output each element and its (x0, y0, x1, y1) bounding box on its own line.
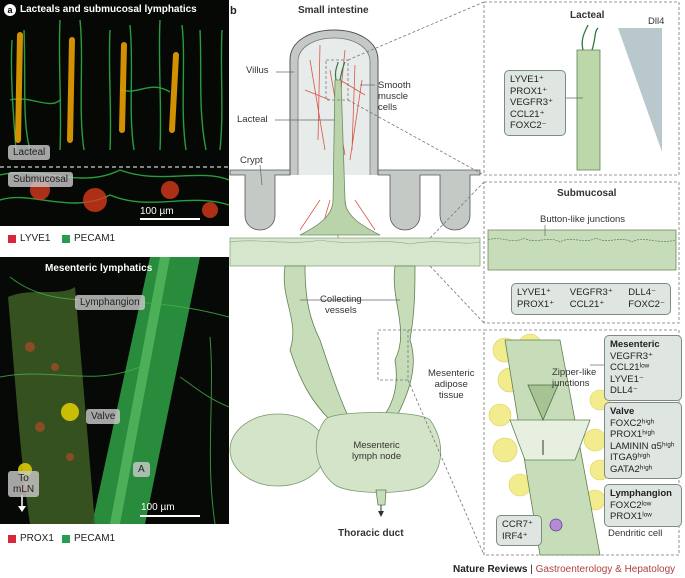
legend-prox1: PROX1 (8, 533, 54, 544)
panel-b-letter: b (230, 5, 237, 17)
to-mln-tag: To mLN (8, 471, 40, 497)
lacteal-marker-1: LYVE1⁺ (510, 74, 544, 85)
lymphangion-marker-box: Lymphangion FOXC2ˡᵒʷ PROX1ˡᵒʷ (604, 484, 682, 527)
valve-tag: Valve (86, 409, 121, 424)
submucosal-tag: Submucosal (8, 172, 74, 187)
footer-credit: Nature Reviews | Gastroenterology & Hepa… (453, 564, 675, 575)
legend-swatch-green-2 (62, 534, 70, 543)
lymphangion-marker-1: FOXC2ˡᵒʷ (610, 499, 652, 511)
valve-marker-5: GATA2ʰⁱᵍʰ (610, 463, 653, 475)
lymph-node-label: Mesenteric lymph node (352, 440, 402, 462)
smooth-muscle-label: Smooth muscle cells (378, 80, 411, 113)
legend-pecam1-bottom-label: PECAM1 (74, 533, 116, 544)
submucosal-marker-m2: CCL21⁺ (569, 298, 605, 310)
panel-a-bottom-title: Mesenteric lymphatics (45, 263, 153, 274)
legend-prox1-label: PROX1 (20, 533, 54, 544)
lacteal-marker-box: LYVE1⁺ PROX1⁺ VEGFR3⁺ CCL21⁺ FOXC2⁻ (504, 70, 566, 136)
footer-separator: | (527, 564, 536, 575)
lacteal-marker-2: PROX1⁺ (510, 85, 548, 97)
ccr7-marker-box: CCR7⁺ IRF4⁺ (496, 515, 542, 546)
mesenteric-box-title: Mesenteric (610, 339, 660, 350)
legend-pecam1-top-label: PECAM1 (74, 233, 116, 244)
lacteal-micrograph-art (0, 0, 229, 226)
mesenteric-adipose-label: Mesenteric adipose tissue (428, 368, 475, 401)
ccr7-marker-1: CCR7⁺ (502, 519, 533, 530)
submucosal-marker-r1: DLL4⁻ (628, 287, 657, 298)
submucosal-markers-left: LYVE1⁺ PROX1⁺ (517, 287, 554, 311)
footer-brand: Nature Reviews (453, 564, 528, 575)
lymphangion-box-title: Lymphangion (610, 488, 672, 499)
submucosal-marker-l2: PROX1⁺ (517, 298, 555, 310)
dll4-label: Dll4 (648, 16, 665, 27)
valve-marker-4: ITGA9ʰⁱᵍʰ (610, 452, 651, 463)
legend-swatch-green (62, 234, 70, 243)
dendritic-cell-label: Dendritic cell (608, 528, 663, 539)
lacteal-label: Lacteal (237, 114, 268, 125)
villus-label: Villus (246, 65, 269, 76)
valve-marker-2: PROX1ʰⁱᵍʰ (610, 429, 655, 440)
submucosal-markers-mid: VEGFR3⁺ CCL21⁺ (570, 287, 613, 311)
submucosal-marker-r2: FOXC2⁻ (628, 298, 665, 310)
legend-bottom: PROX1 PECAM1 (0, 529, 229, 549)
legend-swatch-red (8, 234, 16, 243)
lacteal-tag: Lacteal (8, 145, 51, 160)
scale-bar-bottom-label: 100 µm (141, 502, 175, 513)
valve-marker-3: LAMININ α5ʰⁱᵍʰ (610, 440, 675, 452)
collecting-vessels-label: Collecting vessels (320, 294, 362, 316)
footer-journal: Gastroenterology & Hepatology (535, 564, 676, 575)
mesenteric-marker-1: VEGFR3⁺ (610, 350, 654, 362)
lacteal-marker-3: VEGFR3⁺ (510, 97, 554, 108)
crypt-label: Crypt (240, 155, 263, 166)
lacteal-marker-4: CCL21⁺ (510, 108, 545, 120)
artery-tag: A (133, 462, 150, 477)
mesenteric-marker-2: CCL21ˡᵒʷ (610, 362, 650, 373)
legend-pecam1-top: PECAM1 (62, 233, 115, 244)
mesenteric-marker-3: LYVE1⁻ (610, 373, 644, 385)
zipper-junctions-label: Zipper-like junctions (552, 367, 597, 389)
legend-pecam1-bottom: PECAM1 (62, 533, 115, 544)
submucosal-marker-box: LYVE1⁺ PROX1⁺ VEGFR3⁺ CCL21⁺ DLL4⁻ FOXC2… (511, 283, 671, 315)
small-intestine-label: Small intestine (298, 5, 369, 16)
submucosal-box-title: Submucosal (557, 188, 617, 199)
lymphangion-tag: Lymphangion (75, 295, 145, 310)
lymphangion-marker-2: PROX1ˡᵒʷ (610, 511, 652, 522)
valve-box-title: Valve (610, 406, 635, 417)
ccr7-marker-2: IRF4⁺ (502, 530, 528, 542)
lacteal-micrograph: a Lacteals and submucosal lymphatics Lac… (0, 0, 229, 226)
legend-top: LYVE1 PECAM1 (0, 229, 229, 249)
thoracic-duct-label: Thoracic duct (338, 528, 404, 539)
panel-a-top-title: Lacteals and submucosal lymphatics (20, 4, 197, 15)
scale-bar-top-label: 100 µm (140, 206, 174, 217)
lacteal-box-title: Lacteal (570, 10, 605, 21)
legend-lyve1-label: LYVE1 (20, 233, 51, 244)
panel-a-letter: a (4, 4, 16, 16)
valve-marker-box: Valve FOXC2ʰⁱᵍʰ PROX1ʰⁱᵍʰ LAMININ α5ʰⁱᵍʰ… (604, 402, 682, 479)
legend-lyve1: LYVE1 (8, 233, 50, 244)
submucosal-markers-right: DLL4⁻ FOXC2⁻ (628, 287, 665, 311)
mesenteric-marker-4: DLL4⁻ (610, 385, 638, 396)
lacteal-marker-5: FOXC2⁻ (510, 120, 547, 131)
mesenteric-micrograph: Mesenteric lymphatics Lymphangion Valve … (0, 257, 229, 524)
valve-marker-1: FOXC2ʰⁱᵍʰ (610, 417, 655, 429)
button-junctions-label: Button-like junctions (540, 214, 626, 225)
legend-swatch-red-2 (8, 534, 16, 543)
submucosal-marker-l1: LYVE1⁺ (517, 287, 551, 298)
mesenteric-marker-box: Mesenteric VEGFR3⁺ CCL21ˡᵒʷ LYVE1⁻ DLL4⁻ (604, 335, 682, 401)
submucosal-marker-m1: VEGFR3⁺ (569, 287, 613, 298)
